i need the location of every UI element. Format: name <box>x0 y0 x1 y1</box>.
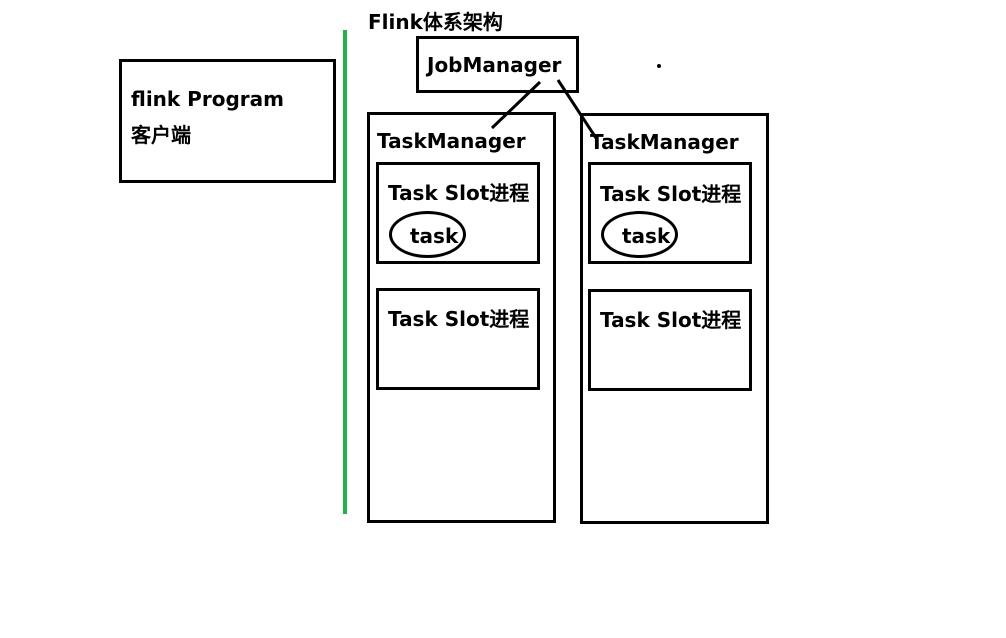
taskmanager-box-1 <box>367 112 556 523</box>
task-ellipse-2 <box>601 211 678 258</box>
client-label-program: flink Program <box>131 87 284 111</box>
taskmanager-label-1: TaskManager <box>377 129 526 153</box>
task-slot-box-1-1 <box>376 162 540 264</box>
task-slot-label-1-2: Task Slot进程 <box>388 307 530 331</box>
task-ellipse-1 <box>389 211 466 258</box>
stray-dot <box>657 64 661 68</box>
task-slot-box-2-2 <box>588 289 752 391</box>
jobmanager-label: JobManager <box>427 53 562 77</box>
connector-jobmanager-taskmanager-2 <box>556 79 598 139</box>
taskmanager-box-2 <box>580 113 769 524</box>
connector-jobmanager-taskmanager-1 <box>490 80 542 130</box>
client-label-client: 客户端 <box>131 123 191 147</box>
task-slot-box-2-1 <box>588 162 752 264</box>
taskmanager-label-2: TaskManager <box>590 130 739 154</box>
jobmanager-box <box>416 36 579 93</box>
diagram-title: Flink体系架构 <box>368 10 503 34</box>
task-label-1: task <box>410 224 459 248</box>
task-slot-label-2-1: Task Slot进程 <box>600 182 742 206</box>
task-slot-label-1-1: Task Slot进程 <box>388 181 530 205</box>
client-box <box>119 59 336 183</box>
task-slot-label-2-2: Task Slot进程 <box>600 308 742 332</box>
task-slot-box-1-2 <box>376 288 540 390</box>
task-label-2: task <box>622 224 671 248</box>
